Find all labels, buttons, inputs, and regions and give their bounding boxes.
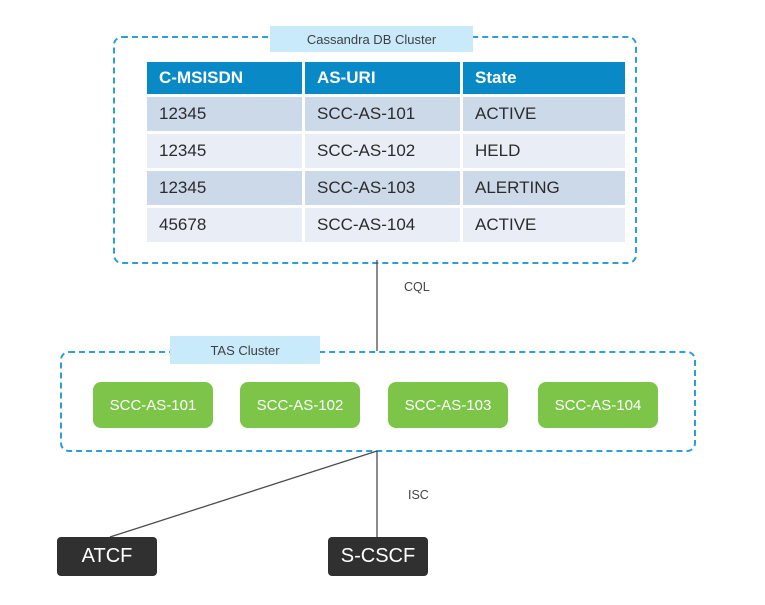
tas-node-scc-as-103: SCC-AS-103 [388, 382, 508, 428]
atcf-node: ATCF [57, 537, 157, 576]
cell-as-uri: SCC-AS-101 [305, 97, 460, 131]
tas-cluster-label: TAS Cluster [170, 336, 320, 364]
cassandra-session-table: C-MSISDN AS-URI State 12345 SCC-AS-101 A… [147, 62, 625, 242]
cell-msisdn: 12345 [147, 134, 302, 168]
isc-edge-label: ISC [408, 488, 429, 502]
cassandra-cluster-label: Cassandra DB Cluster [270, 26, 473, 52]
atcf-line [109, 450, 378, 538]
cql-edge-label: CQL [404, 280, 430, 294]
cell-state: ACTIVE [463, 208, 625, 242]
table-header-row: C-MSISDN AS-URI State [147, 62, 625, 94]
cell-state: ALERTING [463, 171, 625, 205]
cell-state: ACTIVE [463, 97, 625, 131]
cell-as-uri: SCC-AS-102 [305, 134, 460, 168]
table-row: 12345 SCC-AS-102 HELD [147, 134, 625, 168]
cell-state: HELD [463, 134, 625, 168]
column-header-state: State [463, 62, 625, 94]
tas-node-scc-as-104: SCC-AS-104 [538, 382, 658, 428]
table-row: 12345 SCC-AS-101 ACTIVE [147, 97, 625, 131]
cell-as-uri: SCC-AS-103 [305, 171, 460, 205]
cell-msisdn: 45678 [147, 208, 302, 242]
column-header-as-uri: AS-URI [305, 62, 460, 94]
cell-msisdn: 12345 [147, 97, 302, 131]
table-row: 12345 SCC-AS-103 ALERTING [147, 171, 625, 205]
column-header-c-msisdn: C-MSISDN [147, 62, 302, 94]
s-cscf-node: S-CSCF [328, 537, 428, 576]
tas-node-scc-as-101: SCC-AS-101 [93, 382, 213, 428]
cell-msisdn: 12345 [147, 171, 302, 205]
tas-cluster-box [60, 351, 696, 452]
cell-as-uri: SCC-AS-104 [305, 208, 460, 242]
table-row: 45678 SCC-AS-104 ACTIVE [147, 208, 625, 242]
tas-node-scc-as-102: SCC-AS-102 [240, 382, 360, 428]
